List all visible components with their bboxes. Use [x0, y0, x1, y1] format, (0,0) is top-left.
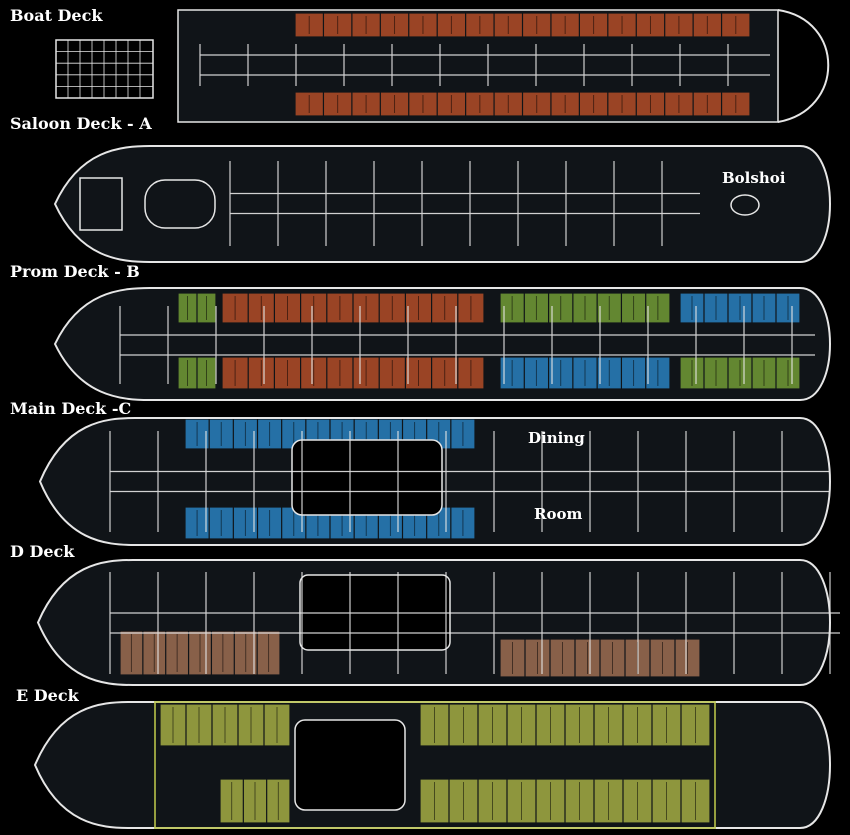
- main-deck-structure: [109, 431, 830, 532]
- saloon-oval-room: [144, 179, 216, 229]
- deck-label-main-c: Main Deck -C: [10, 399, 132, 418]
- cabin-row-e-top-fwd: [160, 704, 290, 746]
- e-deck-yellow-outline: [154, 701, 716, 829]
- cabin-row-boat-top: [295, 13, 750, 37]
- cabin-row-prom-orange-top: [222, 293, 484, 323]
- deck-label-saloon-a: Saloon Deck - A: [10, 114, 152, 133]
- cabin-row-prom-green-top-fwd: [178, 293, 216, 323]
- boat-deck-structure: [199, 44, 770, 86]
- cabin-row-d-aft: [500, 639, 700, 677]
- cabin-row-prom-green-bottom: [680, 357, 800, 389]
- room-label-bolshoi: Bolshoi: [722, 169, 786, 187]
- e-deck-hall: [294, 719, 406, 811]
- room-label-dining: Dining: [528, 429, 585, 447]
- boat-deck-grid-area: [55, 39, 154, 99]
- cabin-row-e-bottom-aft: [420, 779, 710, 823]
- deck-label-prom-b: Prom Deck - B: [10, 262, 140, 281]
- saloon-deck-structure: [229, 161, 700, 246]
- main-deck-hall: [291, 439, 443, 516]
- d-deck-structure: [109, 572, 840, 674]
- deck-label-boat: Boat Deck: [10, 6, 103, 25]
- deck-label-e: E Deck: [16, 686, 79, 705]
- boat-deck-stern: [777, 9, 830, 123]
- prom-deck-structure: [119, 306, 815, 384]
- bolshoi-stage: [730, 194, 760, 216]
- cabin-row-prom-blue-bottom: [500, 357, 670, 389]
- saloon-forward-room: [79, 177, 123, 231]
- cabin-row-e-top-aft: [420, 704, 710, 746]
- deck-label-d: D Deck: [10, 542, 75, 561]
- cabin-row-prom-blue-top: [680, 293, 800, 323]
- hull-saloon-deck: [53, 145, 831, 263]
- cabin-row-e-bottom-fwd: [220, 779, 290, 823]
- cabin-row-main-top: [185, 419, 475, 449]
- cabin-row-prom-orange-bottom: [222, 357, 484, 389]
- cabin-row-prom-green-top: [500, 293, 670, 323]
- cabin-row-boat-bottom: [295, 92, 750, 116]
- cabin-row-d-fwd: [120, 631, 280, 675]
- room-label-room: Room: [534, 505, 583, 523]
- cabin-row-prom-green-bottom-fwd: [178, 357, 216, 389]
